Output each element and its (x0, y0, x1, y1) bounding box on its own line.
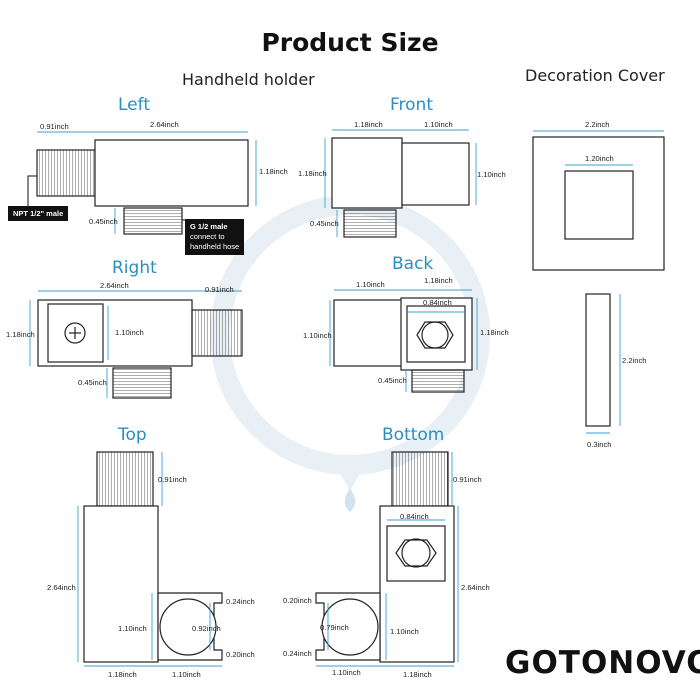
top-thread (96, 451, 154, 507)
dim-bottom-5: 0.20inch (283, 596, 312, 605)
view-label-left: Left (118, 95, 150, 115)
dim-front-0: 1.18inch (354, 120, 383, 129)
left-thread-npt (36, 149, 96, 197)
bottom-thread (391, 451, 449, 507)
dim-top-1: 2.64inch (47, 583, 76, 592)
view-label-right: Right (112, 258, 157, 278)
view-label-top: Top (118, 425, 147, 445)
dim-right-4: 0.45inch (78, 378, 107, 387)
dim-back-0: 1.10inch (356, 280, 385, 289)
dim-top-2: 1.10inch (118, 624, 147, 633)
front-arm (401, 142, 470, 206)
front-thread (343, 209, 397, 238)
back-arm (333, 299, 403, 367)
dim-bottom-6: 0.24inch (283, 649, 312, 658)
view-label-front: Front (390, 95, 433, 115)
right-thread-g (112, 367, 172, 399)
dim-front-3: 1.10inch (477, 170, 506, 179)
dim-back-1: 1.18inch (424, 276, 453, 285)
back-thread (411, 369, 465, 393)
callout-g-male-title: G 1/2 male (190, 222, 228, 231)
dim-cover-2: 2.2inch (622, 356, 647, 365)
dim-left-1: 2.64inch (150, 120, 179, 129)
dim-bottom-8: 1.18inch (403, 670, 432, 679)
dim-bottom-2: 2.64inch (461, 583, 490, 592)
front-body (331, 137, 403, 209)
dim-cover-3: 0.3inch (587, 440, 612, 449)
bottom-hex-socket (395, 539, 437, 567)
view-label-bottom: Bottom (382, 425, 445, 445)
brand-logo: GOTONOVO (505, 645, 700, 681)
dim-back-2: 0.84inch (423, 298, 452, 307)
dim-top-4: 0.24inch (226, 597, 255, 606)
top-body (83, 505, 159, 663)
dim-bottom-0: 0.91inch (453, 475, 482, 484)
dim-cover-0: 2.2inch (585, 120, 610, 129)
dim-top-6: 1.18inch (108, 670, 137, 679)
dim-right-0: 2.64inch (100, 281, 129, 290)
cover-side (585, 293, 611, 427)
dim-back-4: 1.18inch (480, 328, 509, 337)
dim-right-3: 1.10inch (115, 328, 144, 337)
dim-top-3: 0.92inch (192, 624, 221, 633)
dim-back-5: 0.45inch (378, 376, 407, 385)
dim-bottom-1: 0.84inch (400, 512, 429, 521)
dim-left-2: 1.18inch (259, 167, 288, 176)
callout-g-male-line2: handheld hose (190, 242, 240, 251)
dim-bottom-7: 1.10inch (332, 668, 361, 677)
section-decoration-cover: Decoration Cover (525, 66, 665, 85)
view-label-back: Back (392, 254, 434, 274)
callout-g-male: G 1/2 male connect to handheld hose (185, 219, 245, 255)
dim-top-0: 0.91inch (158, 475, 187, 484)
dim-bottom-3: 1.10inch (390, 627, 419, 636)
back-hex-socket (416, 321, 454, 349)
dim-bottom-4: 0.79inch (320, 623, 349, 632)
cover-inner (564, 170, 634, 240)
right-thread-npt (191, 309, 243, 357)
dim-cover-1: 1.20inch (585, 154, 614, 163)
dim-right-2: 1.18inch (6, 330, 35, 339)
page-title: Product Size (261, 28, 439, 57)
callout-npt-male: NPT 1/2" male (8, 206, 69, 221)
left-thread-g (123, 207, 183, 235)
dim-front-1: 1.10inch (424, 120, 453, 129)
left-body (94, 139, 249, 207)
dim-back-3: 1.10inch (303, 331, 332, 340)
dim-front-2: 1.18inch (298, 169, 327, 178)
dim-right-1: 0.91inch (205, 285, 234, 294)
dim-left-3: 0.45inch (89, 217, 118, 226)
callout-g-male-line1: connect to (190, 232, 225, 241)
dim-left-0: 0.91inch (40, 122, 69, 131)
dim-front-4: 0.45inch (310, 219, 339, 228)
dim-top-7: 1.10inch (172, 670, 201, 679)
section-handheld-holder: Handheld holder (182, 70, 315, 89)
dim-top-5: 0.20inch (226, 650, 255, 659)
